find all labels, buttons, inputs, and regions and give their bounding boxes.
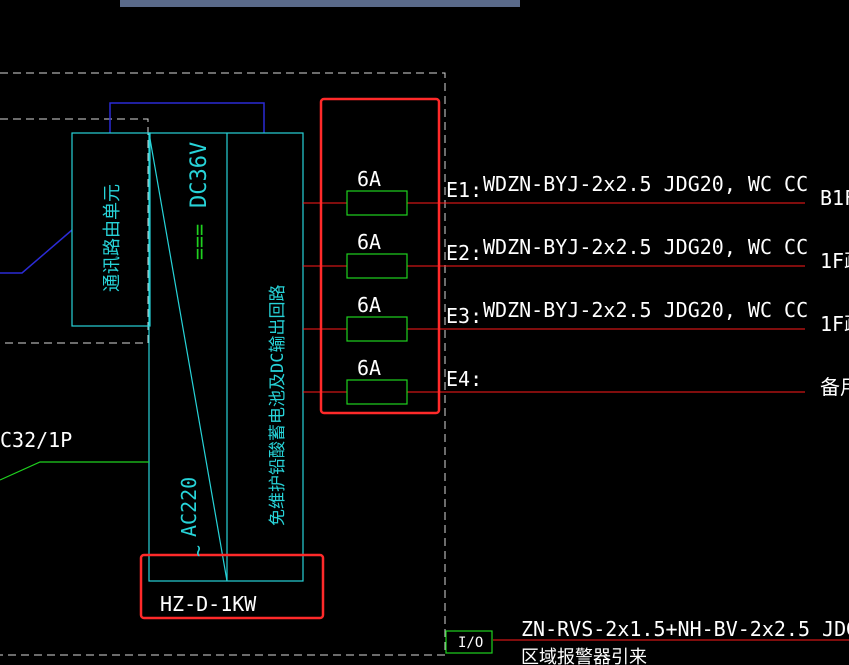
comm-unit-label: 通讯路由单元 [102,184,123,292]
breaker-box-e2 [346,253,408,279]
destination-e3: 1F疏 [820,312,849,336]
circuit-label-e3: E3: [446,304,482,328]
bus-line [109,102,265,133]
destination-e4: 备用 [820,375,849,399]
panel-diagonal [148,132,228,582]
incoming-line [0,461,149,481]
distribution-box-frame [0,72,446,656]
model-highlight-box [139,553,325,620]
destination-e1: B1F [820,186,849,210]
cable-spec-e3: WDZN-BYJ-2x2.5 JDG20, WC CC [483,298,808,322]
io-source-note: 区域报警器引来 [521,647,647,665]
top-scrollbar[interactable] [120,0,520,7]
io-cable-spec: ZN-RVS-2x1.5+NH-BV-2x2.5 JDG2 [521,617,849,641]
breaker-rating-e2: 6A [357,230,381,254]
breaker-rating-e1: 6A [357,167,381,191]
ac-symbol: ~ [186,545,210,557]
destination-e2: 1F疏 [820,249,849,273]
output-circuit-label: 免维护铅酸蓄电池及DC输出回路 [268,285,288,526]
cable-spec-e1: WDZN-BYJ-2x2.5 JDG20, WC CC [483,172,808,196]
breaker-box-e4 [346,379,408,405]
panel-model-label: HZ-D-1KW [160,592,257,616]
io-module-label: I/O [458,635,483,651]
power-panel [148,132,304,582]
inner-dashed-frame [0,118,149,344]
circuit-label-e2: E2: [446,241,482,265]
dc-voltage-label: DC36V [187,142,212,208]
dc-symbol: === [187,224,211,260]
comm-unit-box [71,132,151,327]
circuit-label-e1: E1: [446,178,482,202]
breaker-rating-e3: 6A [357,293,381,317]
breaker-rating-e4: 6A [357,356,381,380]
ac-voltage-label: AC220 [177,477,201,537]
cable-spec-e2: WDZN-BYJ-2x2.5 JDG20, WC CC [483,235,808,259]
io-module-box [445,630,493,654]
breaker-box-e1 [346,190,408,216]
breakers-highlight-box [319,97,441,415]
incoming-breaker-label: C32/1P [0,428,72,452]
breaker-box-e3 [346,316,408,342]
blue-feeder-line [0,229,73,274]
circuit-label-e4: E4: [446,367,482,391]
